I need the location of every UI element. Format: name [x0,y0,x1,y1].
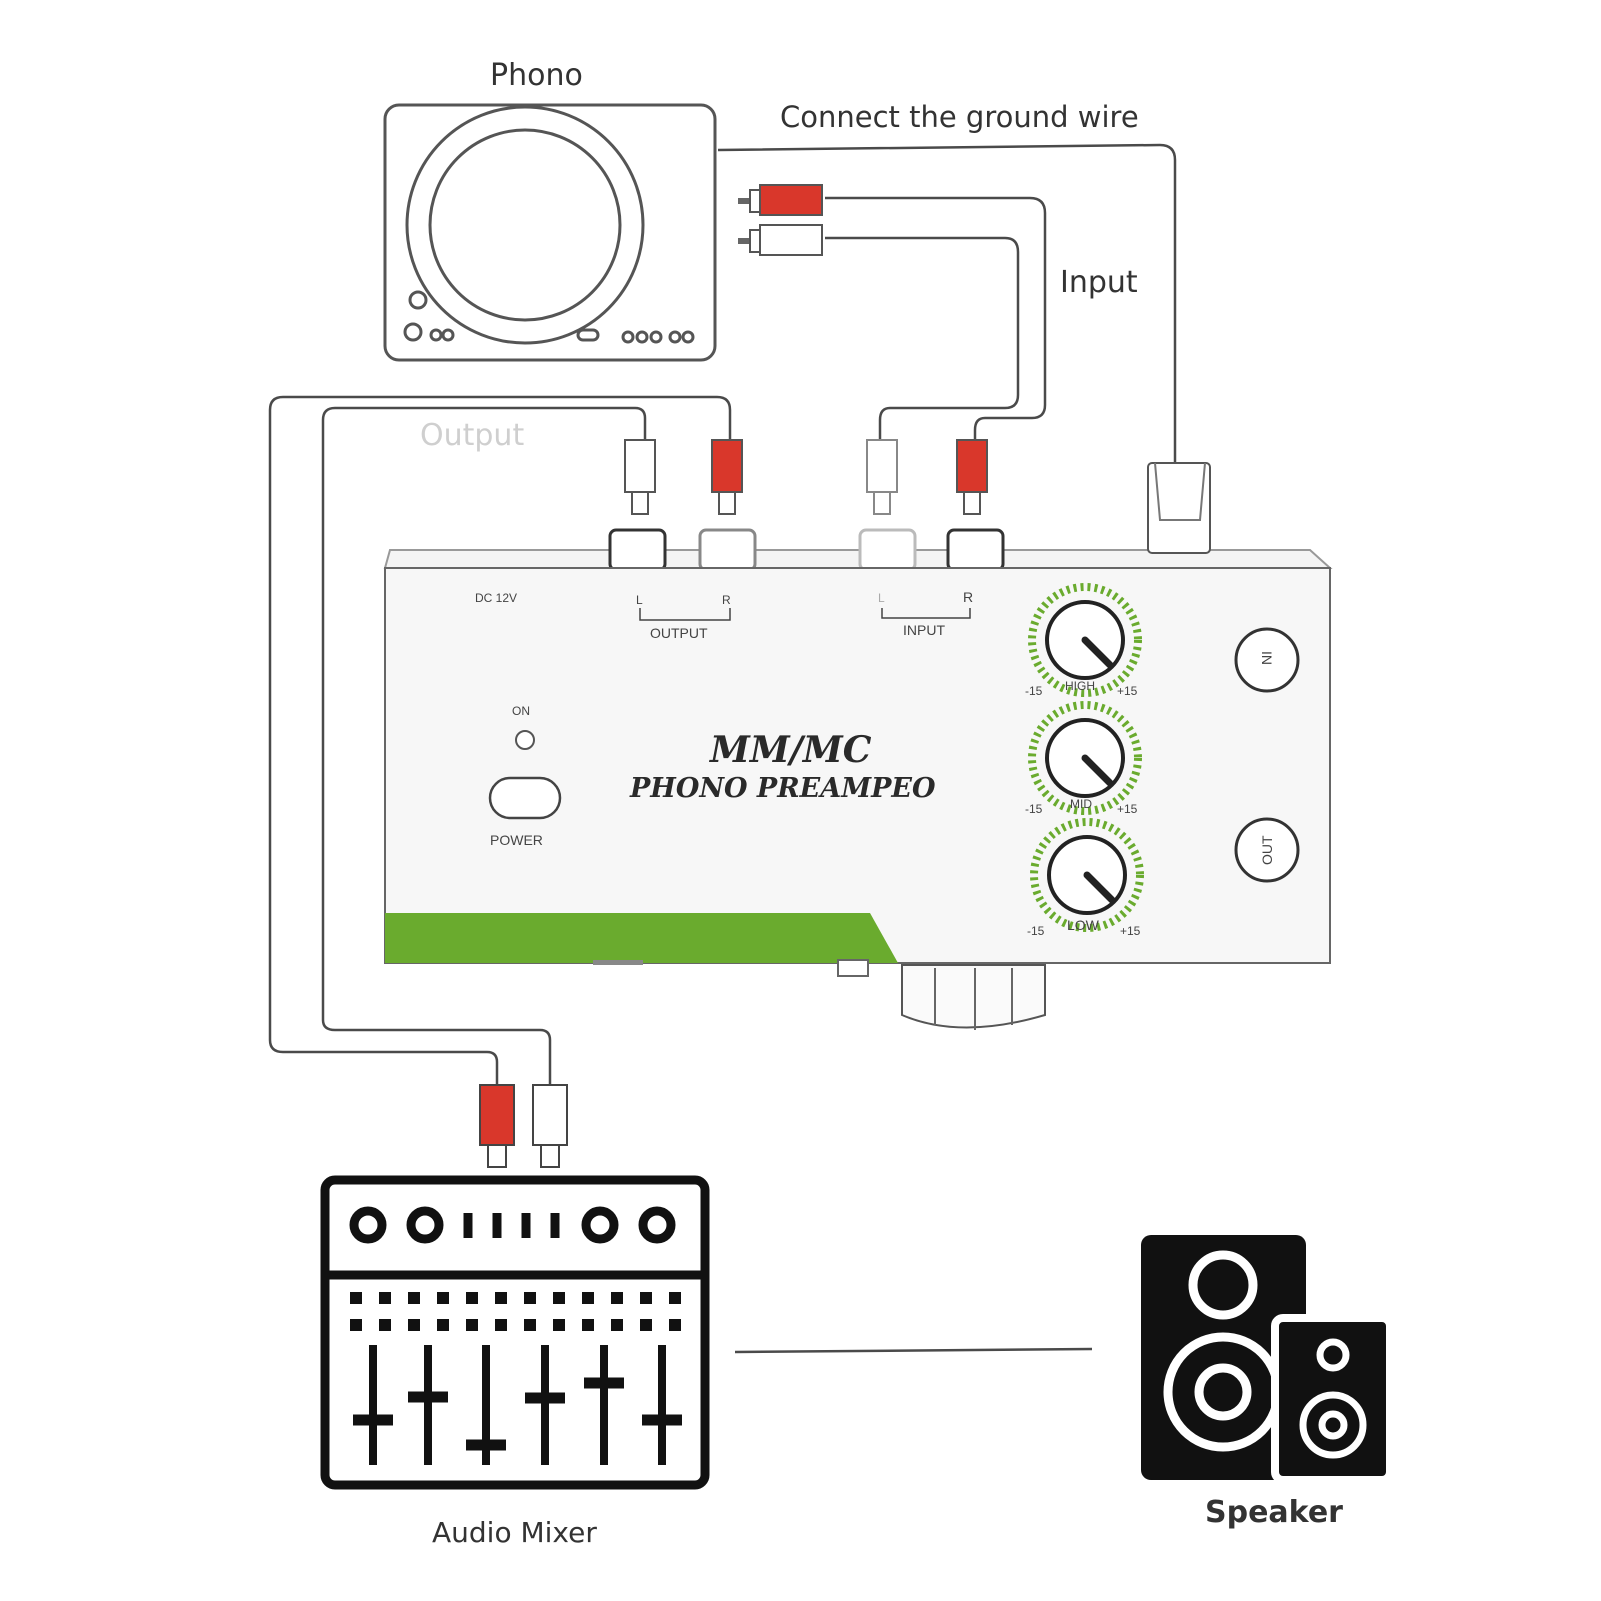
dc-12v-label: DC 12V [475,591,517,605]
speaker-icon [1141,1235,1394,1484]
knob-low[interactable] [1030,818,1144,932]
phono-label: Phono [490,58,583,93]
knob-low-max: +15 [1120,924,1141,938]
output-l-plug [624,439,656,515]
brand-line2: PHONO PREAMPEO [629,773,936,804]
audio-mixer-label: Audio Mixer [432,1516,597,1549]
output-label: Output [420,418,524,453]
output-panel-label: OUTPUT [650,625,708,641]
mixer-rca-white-plug [532,1084,568,1168]
turntable-rca-red-plug [738,184,823,216]
in-jack-label: IN [1259,651,1275,665]
knob-high-label: HIGH [1065,679,1095,693]
knob-high-min: -15 [1025,684,1043,698]
knob-high[interactable] [1028,583,1142,697]
preamp-device [383,462,1333,1030]
input-panel-label: INPUT [903,622,945,638]
input-l-plug [866,439,898,515]
speaker-label: Speaker [1205,1495,1343,1530]
audio-mixer-icon [320,1175,710,1490]
wiring [268,143,1177,1354]
knob-mid-max: +15 [1117,802,1138,816]
knob-mid-label: MID [1070,797,1092,811]
turntable-rca-white-plug [738,224,823,256]
power-label: POWER [490,832,543,848]
knob-mid[interactable] [1028,701,1142,815]
input-r-plug [956,439,988,515]
input-r-marker: R [963,589,973,605]
brand-line1: MM/MC [708,729,872,771]
input-l-marker: L [878,591,885,605]
knob-mid-min: -15 [1025,802,1043,816]
input-label: Input [1060,265,1138,300]
output-l-marker: L [636,593,643,607]
mixer-rca-red-plug [479,1084,515,1168]
turntable [383,103,717,362]
ground-wire-label: Connect the ground wire [780,100,1139,134]
knob-low-min: -15 [1027,924,1045,938]
output-r-marker: R [722,593,731,607]
knob-high-max: +15 [1117,684,1138,698]
output-r-plug [711,439,743,515]
out-jack-label: OUT [1259,835,1275,865]
on-label: ON [512,704,530,718]
knob-low-label: LOW [1067,917,1100,933]
